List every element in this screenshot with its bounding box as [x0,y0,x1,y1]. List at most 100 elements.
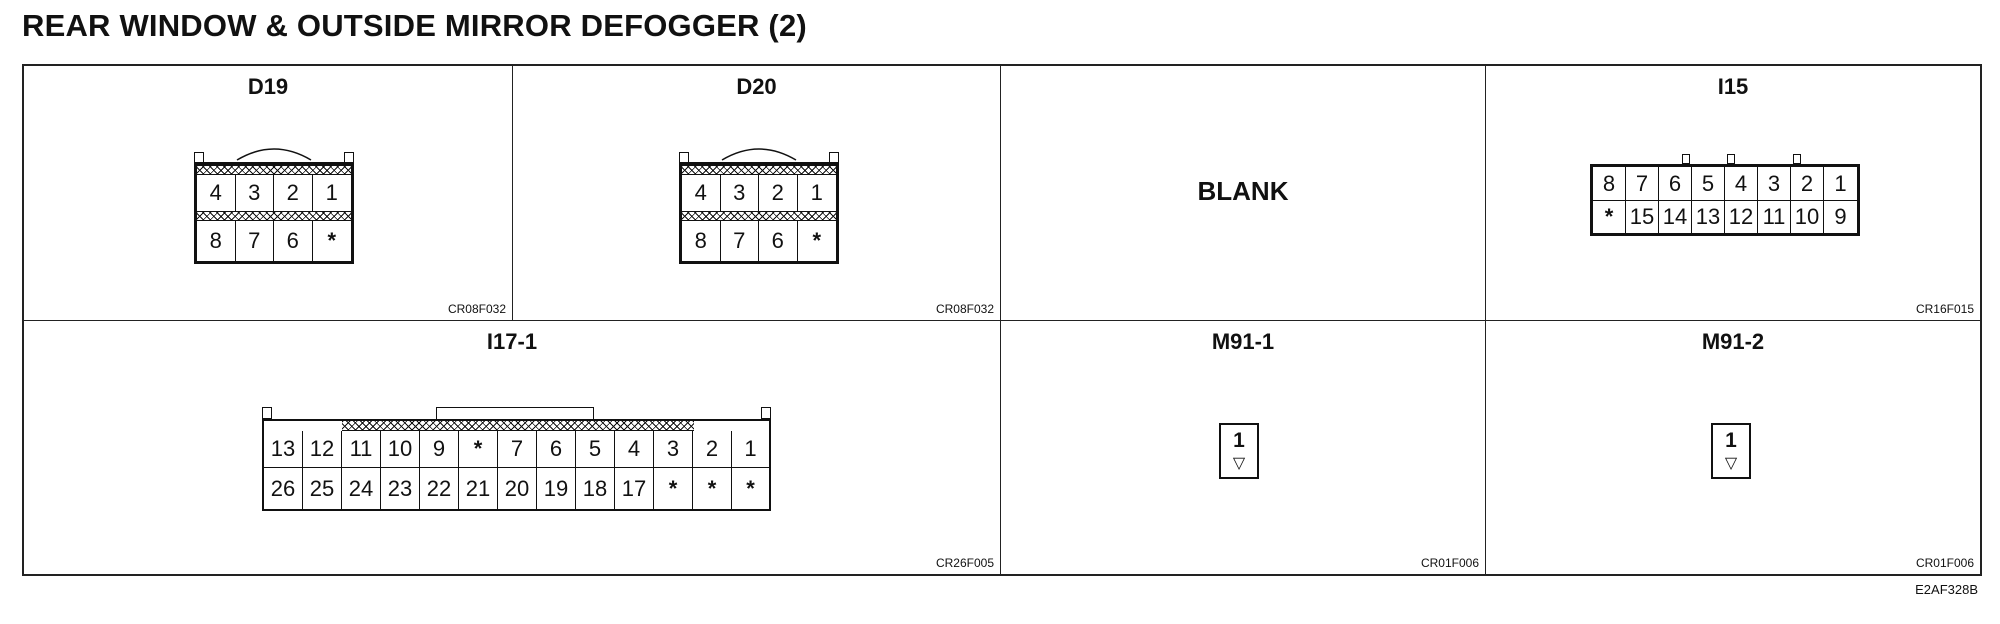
pin: 10 [1791,201,1824,233]
pin: 7 [1626,167,1659,200]
part-code: CR01F006 [1915,556,1974,570]
pin-row-2: 26 25 24 23 22 21 20 19 18 17 * * * [264,468,769,509]
pin: * [654,468,693,509]
connector-d20: 4 3 2 1 8 7 6 * [679,142,839,264]
pin: 19 [537,468,576,509]
connector-i17-1: 13 12 11 10 9 * 7 6 5 4 3 2 1 26 25 [262,407,771,511]
pin-row-2: 8 7 6 * [197,221,351,261]
key-tab [1682,154,1690,164]
pin-row-1: 4 3 2 1 [197,175,351,211]
pin: 2 [693,431,732,467]
cell-d19: D19 4 3 2 1 8 7 6 * [24,66,513,321]
lock-strip-top [197,165,351,175]
cell-blank: BLANK [1001,66,1486,321]
right-tab [761,407,771,419]
pin: 15 [1626,201,1659,233]
pin: 7 [498,431,537,467]
cell-i15: I15 8 7 6 5 4 3 2 1 * 15 14 [1486,66,1980,321]
connector-title: M91-1 [1211,329,1275,354]
pin: 4 [1725,167,1758,200]
part-code: CR01F006 [1420,556,1479,570]
pin: 23 [381,468,420,509]
cell-m91-1: M91-1 1 ▽ CR01F006 [1001,321,1486,574]
pin: * [693,468,732,509]
connector-body: 4 3 2 1 8 7 6 * [194,162,354,264]
pin: 10 [381,431,420,467]
pin: 4 [615,431,654,467]
part-code: CR08F032 [447,302,506,316]
pin-row-1: 8 7 6 5 4 3 2 1 [1593,167,1857,201]
pin: 12 [303,431,342,467]
pin: 2 [759,175,798,211]
left-tab [262,407,272,419]
lock-strip-mid [682,211,836,221]
pin: 7 [236,221,274,261]
connector-m91-2: 1 ▽ [1711,423,1751,479]
pin: 3 [721,175,759,211]
connector-body: 13 12 11 10 9 * 7 6 5 4 3 2 1 26 25 [262,419,771,511]
pin: 4 [197,175,236,211]
lock-strip-top [682,165,836,175]
pin: * [459,431,498,467]
pin: 4 [682,175,721,211]
pin: 1 [1233,429,1245,452]
pin: 2 [1791,167,1824,200]
pin: 3 [236,175,274,211]
pin: 17 [615,468,654,509]
connector-title: D19 [247,74,289,99]
document-code: E2AF328B [1915,582,1978,597]
pin: 24 [342,468,381,509]
pin: 18 [576,468,615,509]
pin: 13 [264,431,303,467]
pin: 1 [744,436,757,461]
pin-row-1: 4 3 2 1 [682,175,836,211]
page-title: REAR WINDOW & OUTSIDE MIRROR DEFOGGER (2… [22,8,807,43]
pin-row-2: 8 7 6 * [682,221,836,261]
pin: 1 [1834,170,1847,196]
pin: 1 [325,180,338,205]
pin-row-1: 13 12 11 10 9 * 7 6 5 4 3 2 1 [264,431,769,468]
pin: 6 [537,431,576,467]
triangle-icon: ▽ [1724,455,1738,472]
connector-m91-1: 1 ▽ [1219,423,1259,479]
pin: 6 [759,221,798,261]
lock-strip-mid [197,211,351,221]
pin-row-2: * 15 14 13 12 11 10 9 [1593,201,1857,233]
connector-title: I17-1 [486,329,538,354]
connector-body: 4 3 2 1 8 7 6 * [679,162,839,264]
lock-strip-top [342,421,694,431]
pin: 8 [1593,167,1626,200]
cell-d20: D20 4 3 2 1 8 7 6 * [513,66,1001,321]
pin: 25 [303,468,342,509]
cell-i17-1: I17-1 13 12 11 10 9 * 7 6 5 4 3 [24,321,1001,574]
pin: 14 [1659,201,1692,233]
pin: * [812,228,822,253]
pin: 6 [274,221,313,261]
connector-title: D20 [736,74,777,99]
pin: 1 [810,180,823,205]
part-code: CR16F015 [1915,302,1974,316]
pin: 3 [654,431,693,467]
pin: 13 [1692,201,1725,233]
connector-title: M91-2 [1701,329,1765,354]
pin: 5 [576,431,615,467]
connector-grid: D19 4 3 2 1 8 7 6 * [22,64,1982,576]
blank-label: BLANK [1197,176,1289,206]
part-code: CR08F032 [935,302,994,316]
pin: 6 [1659,167,1692,200]
latch-arc [236,148,312,161]
pin: 20 [498,468,537,509]
pin: 11 [342,431,381,467]
pin: 7 [721,221,759,261]
connector-d19: 4 3 2 1 8 7 6 * [194,142,354,264]
pin: * [1593,201,1626,233]
latch-bar [436,407,594,419]
pin: 1 [1725,429,1737,452]
part-code: CR26F005 [935,556,994,570]
pin: 5 [1692,167,1725,200]
connector-i15: 8 7 6 5 4 3 2 1 * 15 14 13 12 11 10 [1590,154,1860,244]
pin: 3 [1758,167,1791,200]
pin: 8 [197,221,236,261]
pin: 12 [1725,201,1758,233]
pin: 26 [264,468,303,509]
